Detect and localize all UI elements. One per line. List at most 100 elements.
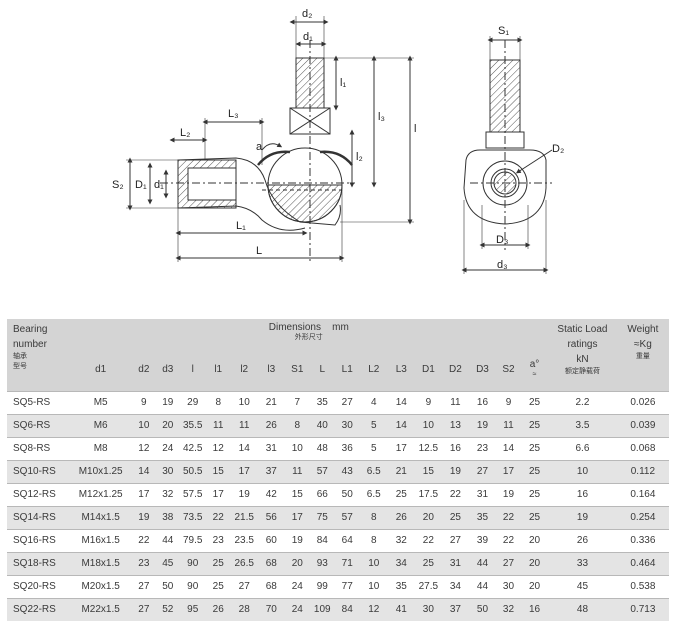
table-cell: 34 (441, 574, 469, 598)
technical-drawing: d₂ d₁ l₁ l₃ l l₂ L₃ L₂ a S₂ D₁ d₁ L₁ L (0, 0, 680, 312)
label-l: l (414, 123, 416, 135)
label-l1: l₁ (340, 77, 346, 89)
table-cell: 32 (495, 597, 521, 621)
table-cell: M18x1.5 (69, 551, 132, 575)
column-header: D3 (468, 349, 496, 391)
table-cell: 26 (257, 413, 285, 437)
table-cell: 77 (334, 574, 360, 598)
table-cell: 25 (520, 413, 549, 437)
table-cell: 21.5 (230, 505, 258, 529)
column-header: d2 (131, 349, 156, 391)
table-cell: 39 (468, 528, 496, 552)
table-cell: 31 (468, 482, 496, 506)
table-cell: 8 (359, 528, 388, 552)
table-cell: 50 (334, 482, 360, 506)
table-cell: 20 (520, 551, 549, 575)
table-cell: M5 (69, 390, 132, 414)
table-cell: 19 (131, 505, 156, 529)
column-header: D2 (441, 349, 469, 391)
table-cell: 32 (155, 482, 180, 506)
column-header: S1 (284, 349, 310, 391)
label-d2: d₂ (302, 8, 312, 20)
table-cell: 25 (520, 505, 549, 529)
table-cell: 90 (179, 574, 206, 598)
table-cell: 22 (495, 528, 521, 552)
table-cell: 30 (414, 597, 442, 621)
table-cell: M20x1.5 (69, 574, 132, 598)
column-header: l (179, 349, 206, 391)
label-d3: d₃ (497, 259, 508, 271)
table-cell: 26 (387, 505, 415, 529)
table-cell: 64 (334, 528, 360, 552)
table-cell: 8 (284, 413, 310, 437)
table-cell: M14x1.5 (69, 505, 132, 529)
table-cell: 15 (284, 482, 310, 506)
column-header: l1 (205, 349, 231, 391)
table-cell: 10 (414, 413, 442, 437)
table-cell: 68 (257, 574, 285, 598)
table-cell: 28 (230, 597, 258, 621)
table-cell: 10 (548, 459, 617, 483)
table-cell: 22 (495, 505, 521, 529)
table-cell: 27 (441, 528, 469, 552)
table-cell: 14 (495, 436, 521, 460)
table-cell: 2.2 (548, 390, 617, 414)
table-cell: 35 (468, 505, 496, 529)
table-cell: 19 (284, 528, 310, 552)
table-cell: 14 (387, 413, 415, 437)
table-cell: 21 (257, 390, 285, 414)
table-cell: 79.5 (179, 528, 206, 552)
column-header: a°≈ (520, 349, 549, 391)
table-cell: 19 (468, 413, 496, 437)
table-cell: 0.112 (616, 459, 669, 483)
table-cell: 38 (155, 505, 180, 529)
column-header: D1 (414, 349, 442, 391)
table-cell: 44 (155, 528, 180, 552)
label-l3: l₃ (378, 111, 385, 123)
table-cell: 27 (334, 390, 360, 414)
table-cell: 6.6 (548, 436, 617, 460)
ball-joint-drawing: d₂ d₁ l₁ l₃ l l₂ L₃ L₂ a S₂ D₁ d₁ L₁ L (112, 8, 564, 274)
label-D1: D₁ (135, 179, 147, 191)
table-cell: 95 (179, 597, 206, 621)
table-cell: 73.5 (179, 505, 206, 529)
table-cell: M6 (69, 413, 132, 437)
table-cell: 48 (309, 436, 335, 460)
table-cell: 36 (334, 436, 360, 460)
table-cell: 44 (468, 551, 496, 575)
table-cell: 6.5 (359, 459, 388, 483)
table-cell: 10 (131, 413, 156, 437)
table-cell: 4 (359, 390, 388, 414)
table-cell: 25 (520, 459, 549, 483)
table-cell: 27 (131, 574, 156, 598)
bearing-number-cell: SQ5-RS (7, 390, 70, 414)
dimensions-table: Bearing number 轴承 型号 Dimensions mm 外形尺寸 … (7, 319, 669, 621)
table-cell: 29 (179, 390, 206, 414)
table-cell: 42.5 (179, 436, 206, 460)
table-cell: 35 (387, 574, 415, 598)
table-cell: 12 (131, 436, 156, 460)
table-cell: 35 (309, 390, 335, 414)
table-cell: 9 (495, 390, 521, 414)
table-cell: 35.5 (179, 413, 206, 437)
table-cell: 90 (179, 551, 206, 575)
label-L1: L₁ (236, 220, 246, 232)
table-cell: 19 (495, 482, 521, 506)
label-L3: L₃ (228, 108, 239, 120)
table-cell: 0.068 (616, 436, 669, 460)
table-cell: 19 (441, 459, 469, 483)
table-cell: 0.336 (616, 528, 669, 552)
table-cell: 0.026 (616, 390, 669, 414)
table-cell: 19 (155, 390, 180, 414)
label-l2: l₂ (356, 151, 363, 163)
table-cell: M22x1.5 (69, 597, 132, 621)
table-cell: 52 (155, 597, 180, 621)
table-cell: 109 (309, 597, 335, 621)
table-cell: 25 (414, 551, 442, 575)
table-cell: 75 (309, 505, 335, 529)
bearing-number-cell: SQ6-RS (7, 413, 70, 437)
